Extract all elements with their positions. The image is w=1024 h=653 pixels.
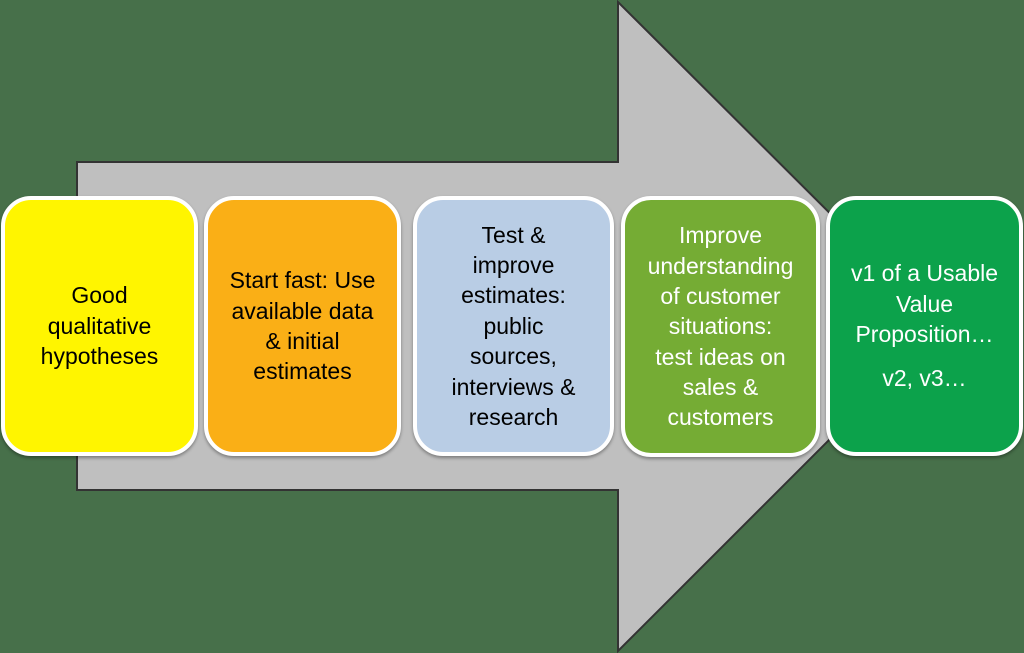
step-4-label: Improve understanding of customer situat… xyxy=(647,222,794,431)
step-4-improve-understanding-box: Improve understanding of customer situat… xyxy=(621,196,820,457)
step-3-label: Test & improve estimates: public sources… xyxy=(451,221,576,430)
step-2-label: Start fast: Use available data & initial… xyxy=(229,267,376,385)
step-2-start-fast-box: Start fast: Use available data & initial… xyxy=(204,196,401,456)
step-3-test-improve-box: Test & improve estimates: public sources… xyxy=(413,196,614,456)
step-5-label: v1 of a Usable Value Proposition… xyxy=(850,260,999,347)
step-1-good-hypotheses-box: Good qualitative hypotheses xyxy=(1,196,198,456)
step-1-label: Good qualitative hypotheses xyxy=(40,282,159,370)
step-5-label-versions: v2, v3… xyxy=(882,365,967,392)
step-5-value-proposition-box: v1 of a Usable Value Proposition… v2, v3… xyxy=(826,196,1023,456)
